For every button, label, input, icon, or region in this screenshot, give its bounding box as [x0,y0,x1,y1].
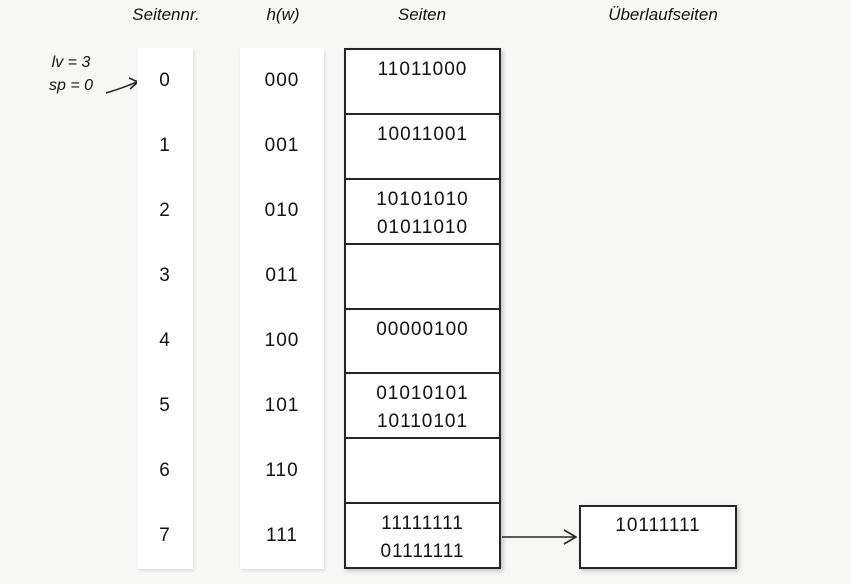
column-header-hw: h(w) [266,5,300,24]
hw-value-0: 000 [264,69,300,91]
page-bucket-5: 01010101 10110101 [346,372,499,437]
record-value: 10011001 [376,123,469,145]
hw-value-4: 100 [264,330,300,352]
page-bucket-4: 00000100 [346,307,499,373]
page-bucket-2: 10101010 01011010 [346,177,499,243]
page-bucket-6 [346,437,499,502]
page-number-6: 6 [159,460,171,482]
hw-value-1: 001 [264,134,300,156]
overflow-box: 10111111 [579,505,737,569]
hw-column: 000 001 010 011 100 101 110 111 [240,48,324,569]
page-number-7: 7 [159,525,171,547]
page-bucket-3 [346,242,499,308]
page-bucket-1: 10011001 [346,112,499,178]
record-value: 01011010 [376,216,469,238]
page-number-1: 1 [159,134,171,156]
record-value: 01010101 [376,383,469,405]
column-header-seiten: Seiten [397,5,447,24]
column-header-ueberlaufseiten: Überlaufseiten [608,5,718,24]
page-number-0: 0 [159,69,171,91]
page-number-4: 4 [159,330,171,352]
page-bucket-7: 11111111 01111111 [346,502,499,567]
pages-box: 11011000 10011001 10101010 01011010 0000… [344,48,501,569]
page-number-3: 3 [159,264,171,286]
record-value: 10110101 [376,411,469,433]
hw-value-2: 010 [264,199,300,221]
column-header-seitennr: Seitennr. [132,5,200,24]
overflow-record-value: 10111111 [615,515,701,536]
hw-value-7: 111 [266,525,298,547]
seitennr-column: 0 1 2 3 4 5 6 7 [137,48,193,569]
page-number-5: 5 [159,395,171,417]
hw-value-3: 011 [265,264,299,286]
sp-value: sp = 0 [48,77,94,94]
state-annotation: lv = 3 sp = 0 [36,51,106,97]
lv-value: lv = 3 [51,54,91,71]
page-number-2: 2 [159,199,171,221]
record-value: 01111111 [380,541,465,563]
record-value: 11111111 [381,513,464,535]
page-bucket-0: 11011000 [346,50,499,113]
hw-value-5: 101 [264,395,300,417]
overflow-arrow-icon [502,529,578,545]
record-value: 10101010 [376,188,469,210]
hw-value-6: 110 [265,460,299,482]
record-value: 11011000 [377,59,468,80]
record-value: 00000100 [376,318,469,340]
